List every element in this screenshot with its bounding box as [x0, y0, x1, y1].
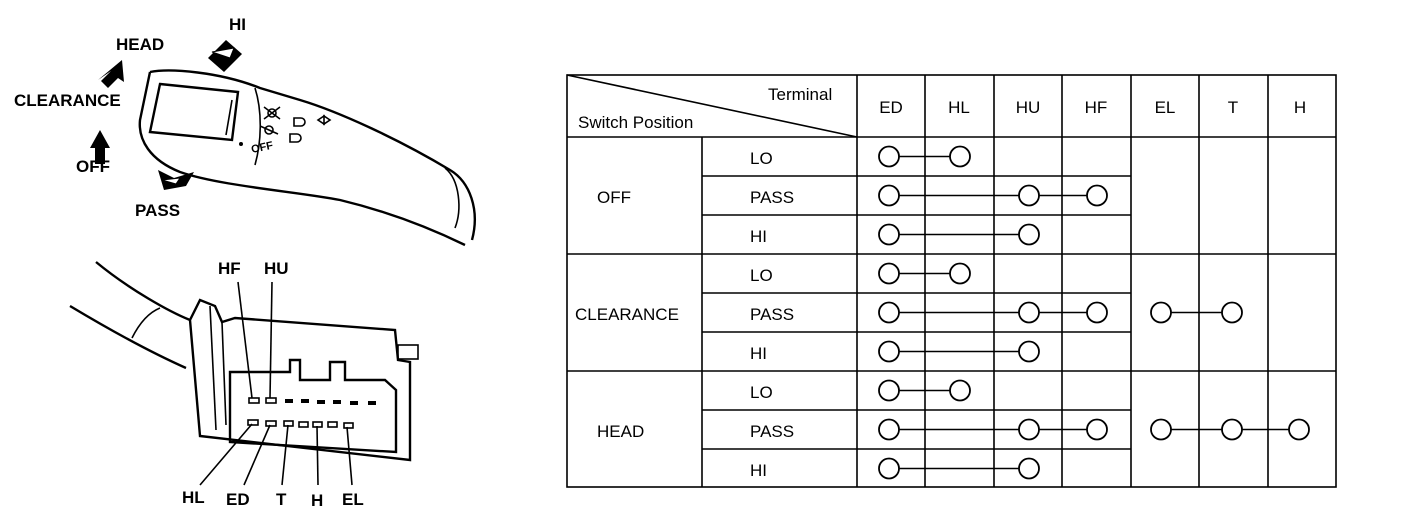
label-hu: HU: [264, 259, 289, 278]
arrow-up-to-head-icon: [98, 60, 124, 88]
group-clearance: CLEARANCE: [575, 305, 679, 324]
lever-light-symbols: OFF: [239, 106, 332, 156]
continuity-circle-ed: [878, 418, 900, 441]
lever-knob-window: [148, 82, 240, 142]
continuity-circle-ed: [878, 340, 900, 363]
continuity-circle-hl: [949, 145, 971, 168]
continuity-circle-hu: [1018, 418, 1040, 441]
continuity-circle-ed: [878, 184, 900, 207]
row-position: PASS: [750, 305, 794, 324]
lever-off-marking: OFF: [250, 140, 274, 156]
continuity-circle-ed: [878, 262, 900, 285]
header-switch-position: Switch Position: [578, 113, 693, 132]
continuity-circle-hu: [1018, 340, 1040, 363]
continuity-circle-ed: [878, 223, 900, 246]
row-position: LO: [750, 149, 773, 168]
continuity-circle-t: [1221, 301, 1243, 324]
continuity-circle-el: [1150, 418, 1172, 441]
continuity-table: Terminal Switch Position ED HL HU HF EL …: [566, 74, 1337, 488]
header-diagonal: [566, 74, 858, 138]
switch-lever-illustration: OFF HI HEAD CLEARANCE OFF PASS: [14, 15, 476, 247]
row-position: HI: [750, 344, 767, 363]
continuity-circle-ed: [878, 379, 900, 402]
continuity-circle-hu: [1018, 457, 1040, 480]
connector-housing: [188, 298, 412, 462]
label-head: HEAD: [116, 35, 164, 54]
label-ed: ED: [226, 490, 250, 509]
continuity-circle-t: [1221, 418, 1243, 441]
sun-icon: [267, 108, 277, 118]
label-pass: PASS: [135, 201, 180, 220]
header-hu: HU: [1016, 98, 1041, 117]
row-position: HI: [750, 227, 767, 246]
pin-ed: [265, 420, 277, 427]
continuity-circle-hu: [1018, 223, 1040, 246]
table-border: [566, 74, 1337, 488]
header-h: H: [1294, 98, 1306, 117]
label-hl: HL: [182, 488, 205, 507]
pin-hl: [247, 419, 259, 426]
continuity-circle-ed: [878, 457, 900, 480]
connector-pins-top-row: [248, 397, 376, 405]
pin-hu: [265, 397, 277, 404]
header-terminal: Terminal: [768, 85, 832, 104]
continuity-circle-hl: [949, 379, 971, 402]
pin-hf: [248, 397, 260, 404]
continuity-marks: [878, 145, 1310, 480]
continuity-circle-h: [1288, 418, 1310, 441]
label-el: EL: [342, 490, 364, 509]
header-t: T: [1228, 98, 1238, 117]
continuity-circle-el: [1150, 301, 1172, 324]
headlight-icon: [293, 117, 306, 127]
group-head: HEAD: [597, 422, 644, 441]
pass-arrows-icon: [316, 114, 332, 126]
harness-line-bottom: [69, 304, 187, 370]
continuity-circle-hf: [1086, 301, 1108, 324]
lever-bottom-edge: [138, 71, 466, 247]
continuity-circle-ed: [878, 301, 900, 324]
lever-top-edge: [149, 69, 476, 241]
header-el: EL: [1155, 98, 1176, 117]
connector-face: [228, 358, 398, 454]
continuity-circle-hf: [1086, 184, 1108, 207]
lever-ring-line: [254, 87, 261, 166]
arrow-up-to-clearance-icon: [90, 130, 110, 164]
harness-line-top: [95, 261, 191, 322]
row-position: LO: [750, 266, 773, 285]
connector-latch: [397, 344, 419, 360]
label-off: OFF: [76, 157, 110, 176]
row-position: HI: [750, 461, 767, 480]
label-t: T: [276, 490, 287, 509]
header-ed: ED: [879, 98, 903, 117]
label-hf: HF: [218, 259, 241, 278]
continuity-circle-ed: [878, 145, 900, 168]
row-position: PASS: [750, 188, 794, 207]
row-position: LO: [750, 383, 773, 402]
label-clearance: CLEARANCE: [14, 91, 121, 110]
group-off: OFF: [597, 188, 631, 207]
continuity-circle-hf: [1086, 418, 1108, 441]
connector-pins-bottom-row: [247, 419, 354, 429]
pin-el: [343, 422, 354, 429]
header-hf: HF: [1085, 98, 1108, 117]
lever-end-line: [444, 167, 460, 229]
label-h: H: [311, 491, 323, 510]
low-beam-icon: [289, 133, 302, 143]
continuity-circle-hl: [949, 262, 971, 285]
continuity-circle-hu: [1018, 184, 1040, 207]
connector-illustration: HF HU HL ED T H EL: [69, 259, 419, 510]
row-position: PASS: [750, 422, 794, 441]
parking-light-icon: [264, 125, 274, 135]
label-hi: HI: [229, 15, 246, 34]
header-hl: HL: [948, 98, 970, 117]
continuity-circle-hu: [1018, 301, 1040, 324]
